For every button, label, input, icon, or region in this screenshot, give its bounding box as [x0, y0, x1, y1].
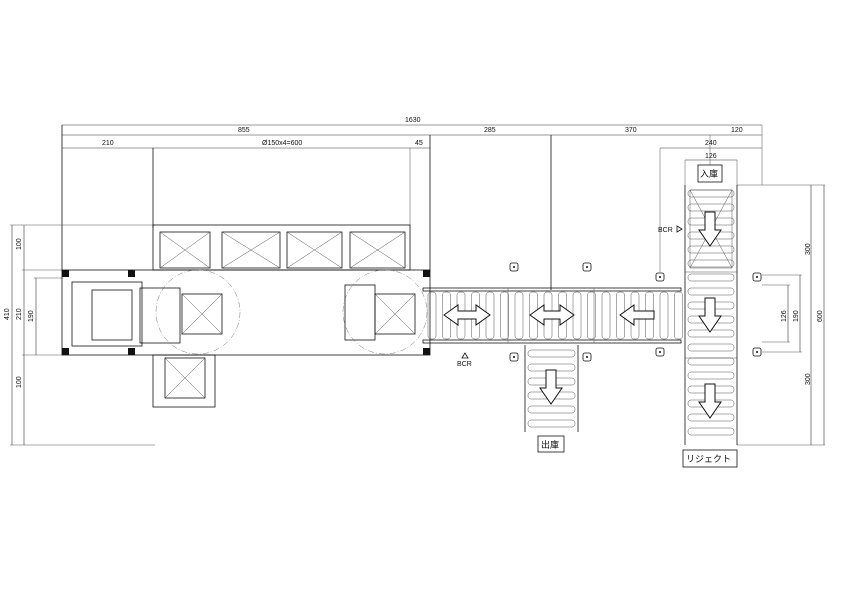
anchor-bolt [582, 352, 592, 362]
roller [514, 291, 524, 340]
pallet-box [286, 231, 343, 269]
top-dimensions: 1630 855 285 370 120 210 Ø150x4=600 45 2… [61, 117, 763, 290]
bcr-marker-icon [676, 225, 683, 233]
dim-right-overall: 600 [817, 310, 824, 322]
bidirectional-arrow-icon [529, 304, 575, 326]
roller [687, 371, 735, 380]
left-dimensions: 100 410 210 190 100 [4, 224, 155, 446]
roller [687, 259, 735, 268]
roller [527, 405, 576, 414]
bcr-marker-icon [461, 352, 469, 359]
roller [687, 357, 735, 366]
right-dimensions: 300 126 190 600 300 [737, 184, 825, 446]
main-roller-conveyor: BCR [422, 262, 762, 368]
pallet-box [159, 231, 211, 269]
dim-left-margin: 210 [102, 140, 114, 147]
roller [659, 291, 669, 340]
dim-left-inner: 190 [28, 310, 35, 322]
reject-conveyor: BCR 入庫 リジェクト [658, 164, 738, 468]
anchor-bolt [509, 352, 519, 362]
anchor-bolt-center [513, 266, 515, 268]
pallet-box-cross [221, 231, 281, 269]
anchor-bolt [509, 262, 519, 272]
dim-right-bottom: 300 [805, 373, 812, 385]
left-arrow-icon [619, 304, 655, 326]
dim-gap: 45 [415, 140, 423, 147]
dim-reject-width: 240 [705, 140, 717, 147]
roller [427, 291, 437, 340]
anchor-bolt [752, 272, 762, 282]
roller [687, 245, 735, 254]
dim-left-section: 855 [238, 127, 250, 134]
inbound-label: 入庫 [700, 168, 718, 180]
pallet-box [221, 231, 281, 269]
bcr-label-bottom: BCR [457, 361, 472, 368]
dim-overall: 1630 [405, 117, 421, 124]
dim-conveyor-b: 370 [625, 127, 637, 134]
anchor-bolt [655, 347, 665, 357]
down-arrow-icon [698, 383, 722, 419]
pallet-box-cross [286, 231, 343, 269]
dim-left-bottom: 100 [16, 376, 23, 388]
dim-left-middle: 210 [16, 308, 23, 320]
anchor-bolt-center [586, 266, 588, 268]
dim-reject-inner: 126 [705, 153, 717, 160]
dim-conveyor-a: 285 [484, 127, 496, 134]
pallet-box-cross [159, 231, 211, 269]
roller [500, 291, 509, 340]
anchor-bolt-center [756, 351, 758, 353]
roller [601, 291, 611, 340]
anchor-bolt-center [756, 276, 758, 278]
roller [687, 343, 735, 352]
down-arrow-icon [539, 369, 563, 405]
anchor-bolt [655, 272, 665, 282]
anchor-bolt [582, 262, 592, 272]
dim-right-middle: 190 [793, 310, 800, 322]
outbound-label: 出庫 [541, 439, 559, 451]
anchor-bolt-center [586, 356, 588, 358]
dim-right-top: 300 [805, 243, 812, 255]
dim-right-inner: 126 [781, 310, 788, 322]
transfer-machine-area [61, 224, 431, 408]
dim-left-overall: 410 [4, 308, 11, 320]
dim-roller-pitch: Ø150x4=600 [262, 140, 302, 147]
anchor-bolt-center [659, 351, 661, 353]
reject-label: リジェクト [686, 454, 731, 465]
roller [687, 203, 735, 212]
roller [587, 291, 596, 340]
roller [687, 273, 735, 282]
roller [687, 287, 735, 296]
down-arrow-icon [698, 211, 722, 247]
roller [674, 291, 683, 340]
anchor-bolt-center [513, 356, 515, 358]
anchor-bolt [752, 347, 762, 357]
down-arrow-icon [698, 297, 722, 333]
roller [687, 189, 735, 198]
roller [572, 291, 582, 340]
pallet-box [349, 231, 406, 269]
roller [527, 419, 576, 428]
bidirectional-arrow-icon [443, 304, 491, 326]
pallet-box-cross [349, 231, 406, 269]
anchor-bolt-center [659, 276, 661, 278]
bcr-label-side: BCR [658, 227, 673, 234]
dim-right-offset: 120 [731, 127, 743, 134]
roller [527, 349, 576, 358]
dim-left-top: 100 [16, 238, 23, 250]
roller [687, 427, 735, 436]
outbound-conveyor: 出庫 [524, 345, 579, 453]
